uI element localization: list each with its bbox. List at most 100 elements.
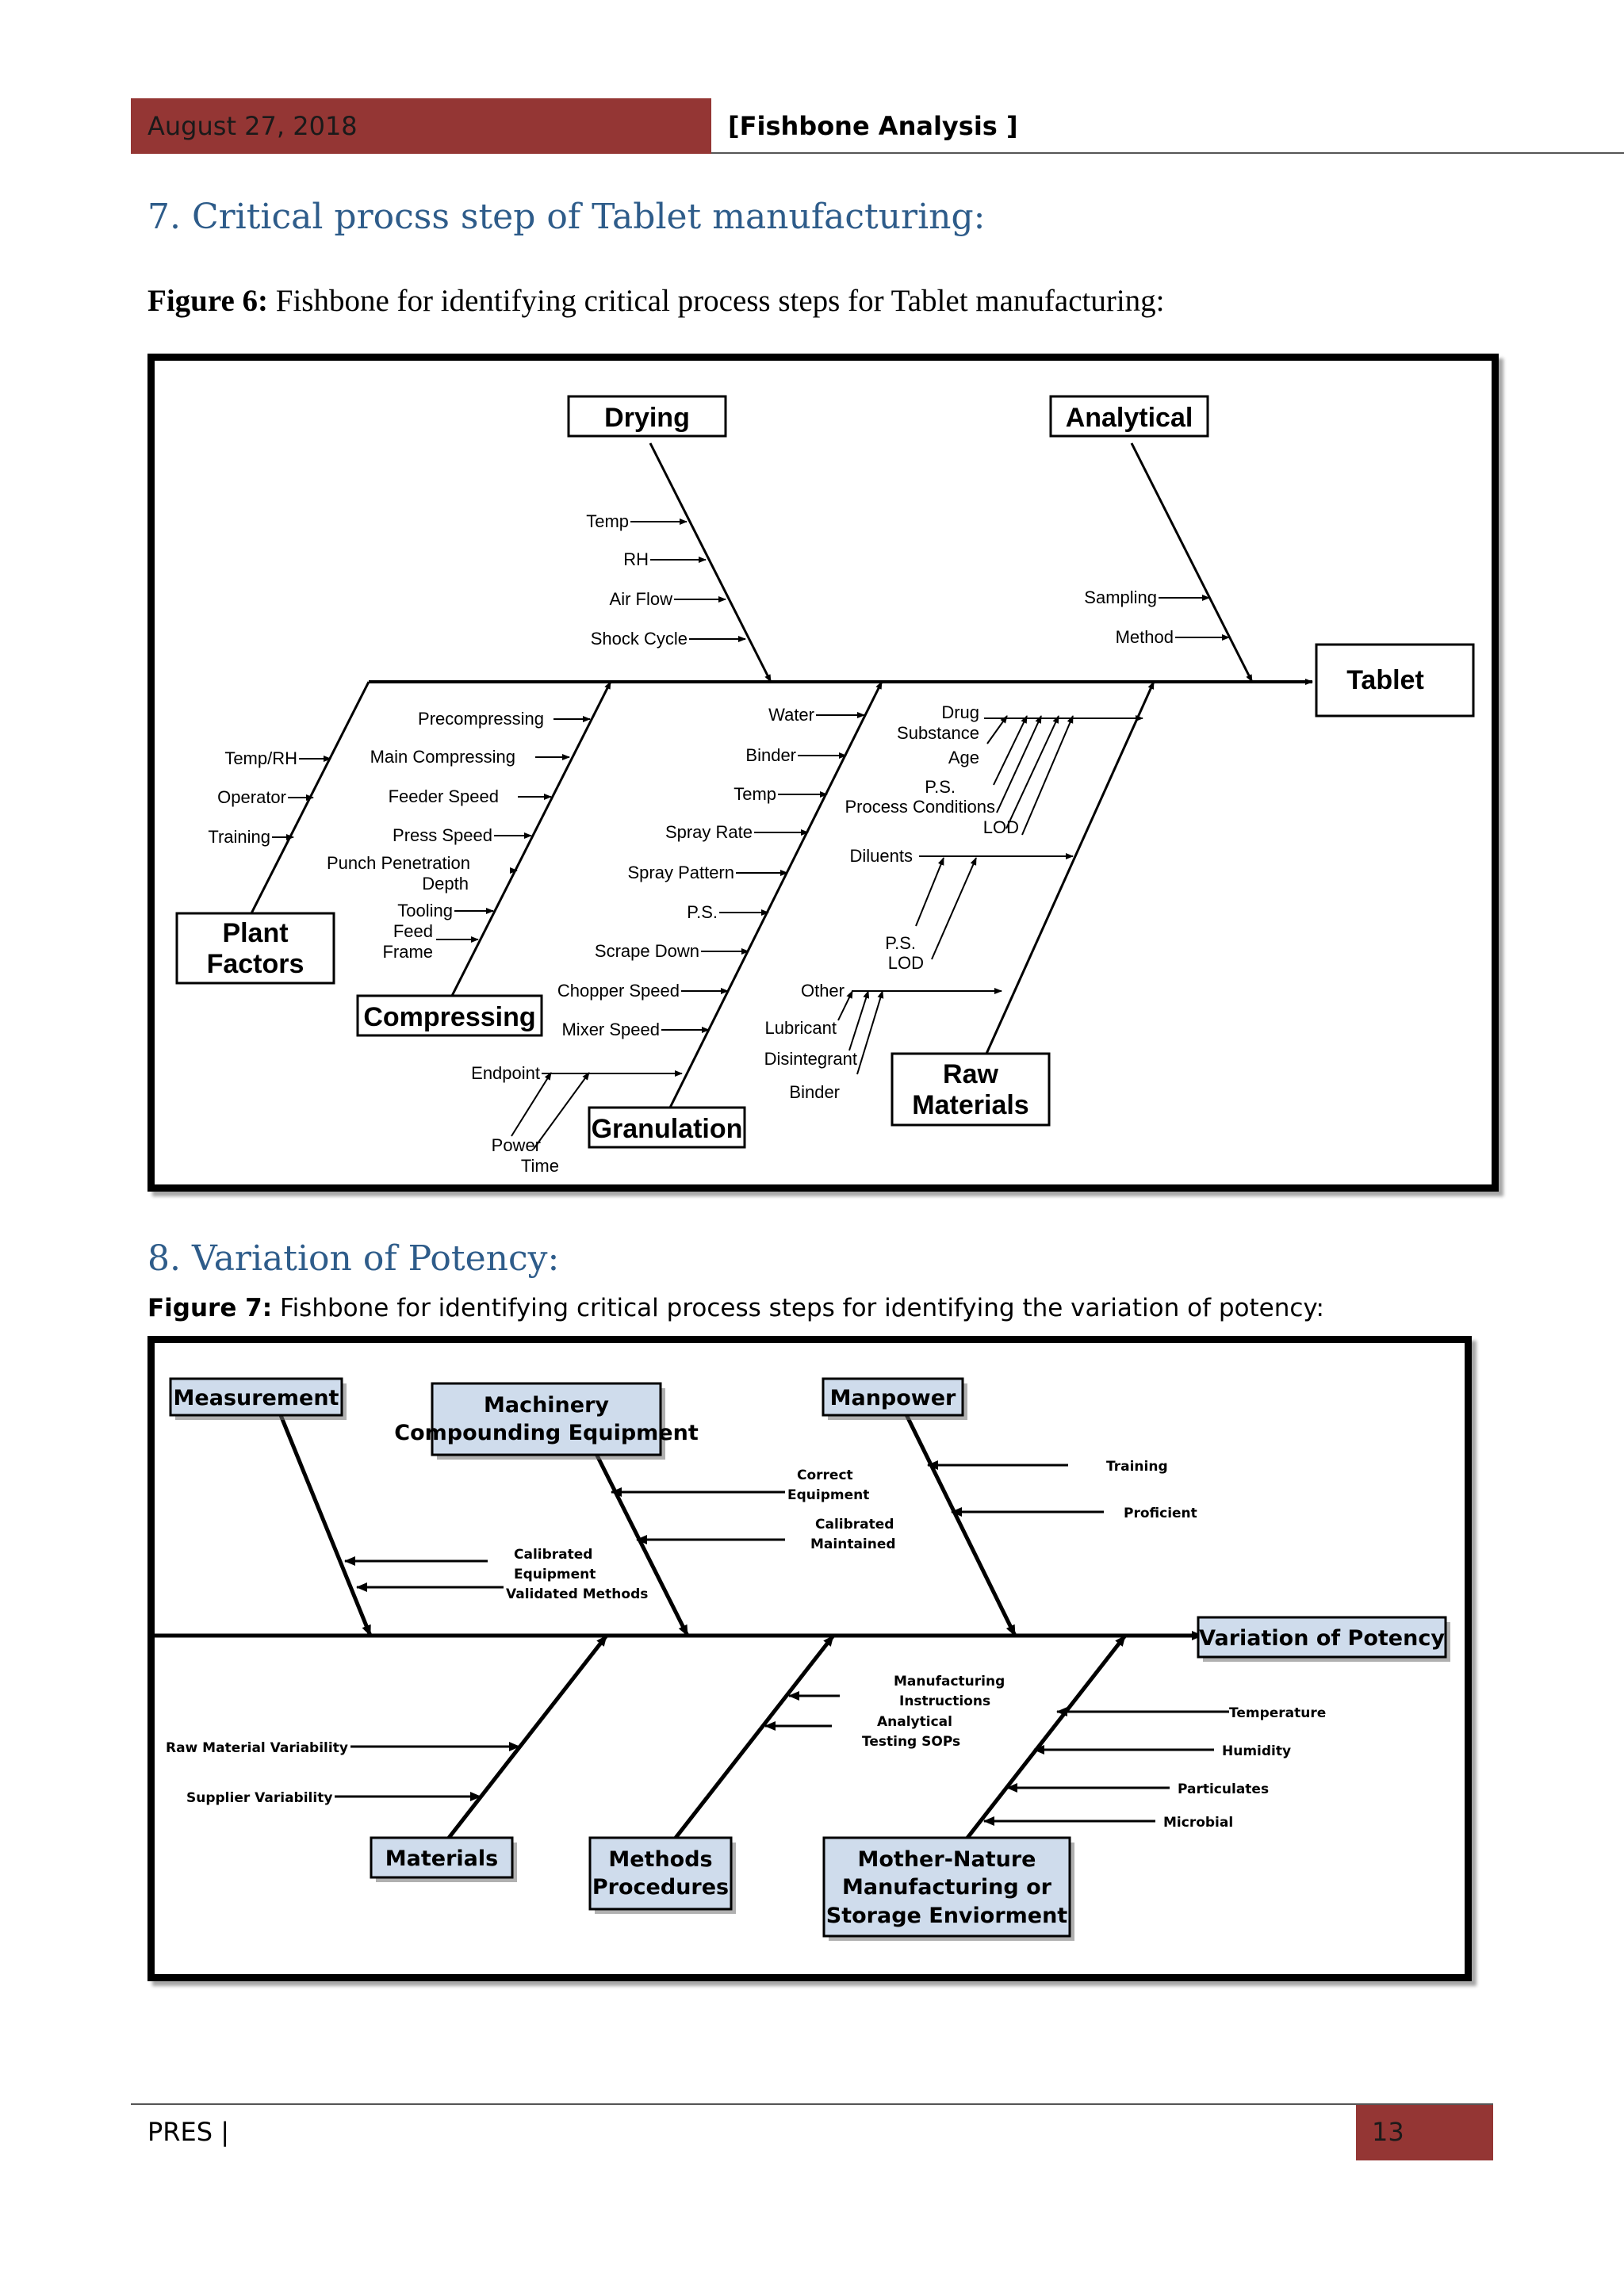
measurement-cause: Validated Methods	[506, 1586, 648, 1602]
drying-cause: RH	[623, 549, 649, 569]
raw-material-cause: P.S.	[925, 777, 956, 797]
compressing-cause: Press Speed	[393, 825, 492, 845]
category-measurement: Measurement	[174, 1386, 339, 1410]
category-raw-materials-line1: Raw	[943, 1059, 998, 1089]
manpower-cause: Proficient	[1124, 1506, 1197, 1521]
raw-material-cause: LOD	[888, 953, 924, 973]
machinery-cause: Calibrated	[815, 1517, 894, 1533]
category-analytical: Analytical	[1066, 403, 1193, 433]
compressing-cause: Main Compressing	[370, 747, 515, 767]
granulation-cause: Water	[768, 705, 814, 725]
category-methods-line1: Methods	[608, 1847, 712, 1872]
page-number-bar: 13	[1356, 2105, 1493, 2160]
plant-factors-cause: Operator	[217, 787, 286, 807]
header-date-bar: August 27, 2018	[131, 98, 711, 154]
granulation-cause: Spray Rate	[665, 822, 753, 842]
compressing-box	[356, 994, 543, 1037]
compressing-cause: Depth	[422, 874, 469, 894]
figure-6-caption-text: Fishbone for identifying critical proces…	[268, 284, 1165, 318]
drying-box	[567, 395, 727, 438]
machinery-cause: Equipment	[787, 1487, 869, 1503]
compressing-cause: Feeder Speed	[389, 786, 499, 806]
granulation-cause: Spray Pattern	[627, 863, 734, 882]
methods-cause: Manufacturing	[894, 1674, 1005, 1689]
manpower-box	[822, 1377, 964, 1417]
figure-7-caption: Figure 7: Fishbone for identifying criti…	[147, 1294, 1324, 1322]
raw-material-cause: Binder	[789, 1082, 840, 1102]
granulation-cause: Scrape Down	[595, 941, 699, 961]
granulation-cause: Endpoint	[471, 1063, 540, 1083]
manpower-cause: Training	[1106, 1459, 1168, 1475]
category-materials: Materials	[385, 1846, 498, 1871]
raw-material-cause: Diluents	[850, 846, 913, 866]
granulation-box	[588, 1106, 746, 1149]
figure-6-caption: Figure 6: Fishbone for identifying criti…	[147, 283, 1165, 319]
raw-material-cause: P.S.	[885, 933, 916, 953]
measurement-box	[169, 1377, 343, 1417]
analytical-cause: Sampling	[1084, 587, 1157, 607]
variation-of-potency-box	[1197, 1616, 1447, 1659]
compressing-cause: Precompressing	[418, 709, 544, 729]
machinery-cause: Correct	[797, 1468, 853, 1483]
granulation-cause: Chopper Speed	[557, 981, 680, 1001]
category-mother-nature-line2: Manufacturing or	[842, 1875, 1052, 1900]
raw-material-cause: Lubricant	[764, 1018, 837, 1038]
raw-material-cause: Age	[948, 748, 979, 767]
granulation-cause: Mixer Speed	[561, 1020, 660, 1039]
granulation-cause: Time	[521, 1156, 559, 1176]
raw-material-cause: LOD	[983, 817, 1019, 837]
raw-material-cause: Substance	[897, 723, 979, 743]
category-machinery-line2: Compounding Equipment	[394, 1421, 699, 1445]
plant-factors-cause: Temp/RH	[224, 748, 297, 768]
effect-variation-of-potency: Variation of Potency	[1199, 1626, 1445, 1651]
header-title: [Fishbone Analysis ]	[728, 111, 1018, 141]
effect-tablet: Tablet	[1346, 665, 1424, 695]
category-mother-nature-line3: Storage Enviorment	[826, 1904, 1068, 1928]
mother-nature-cause: Humidity	[1222, 1743, 1291, 1759]
compressing-cause: Frame	[382, 942, 433, 962]
plant-factors-box	[175, 912, 335, 985]
compressing-cause: Feed	[393, 921, 433, 941]
section-8-heading: 8. Variation of Potency:	[147, 1238, 560, 1279]
header-rule	[711, 152, 1624, 154]
figure-7-label: Figure 7:	[147, 1294, 273, 1322]
raw-material-cause: Other	[801, 981, 845, 1001]
methods-cause: Analytical	[877, 1714, 952, 1730]
section-7-heading: 7. Critical procss step of Tablet manufa…	[147, 197, 986, 237]
plant-factors-cause: Training	[208, 827, 270, 847]
figure-6-label: Figure 6:	[147, 284, 269, 318]
granulation-cause: Temp	[733, 784, 776, 804]
category-granulation: Granulation	[592, 1114, 743, 1144]
drying-cause: Temp	[586, 511, 629, 531]
category-methods-line2: Procedures	[592, 1875, 729, 1900]
category-machinery-line1: Machinery	[484, 1393, 609, 1418]
category-raw-materials-line2: Materials	[912, 1090, 1028, 1120]
materials-box	[370, 1836, 514, 1879]
compressing-cause: Punch Penetration	[327, 853, 470, 873]
raw-material-cause: Drug	[941, 702, 979, 722]
granulation-cause: P.S.	[687, 902, 718, 922]
drying-cause: Air Flow	[610, 589, 673, 609]
category-plant-factors-line2: Factors	[207, 949, 304, 979]
footer-rule	[131, 2103, 1493, 2105]
granulation-cause: Power	[492, 1135, 541, 1155]
methods-cause: Testing SOPs	[862, 1734, 960, 1750]
methods-box	[588, 1836, 733, 1911]
methods-cause: Instructions	[899, 1693, 990, 1709]
measurement-cause: Equipment	[514, 1567, 596, 1582]
mother-nature-cause: Temperature	[1229, 1705, 1326, 1721]
category-manpower: Manpower	[830, 1386, 956, 1410]
mother-nature-cause: Particulates	[1178, 1781, 1269, 1797]
mother-nature-cause: Microbial	[1163, 1815, 1233, 1831]
raw-material-cause: Process Conditions	[845, 797, 995, 817]
mother-nature-box	[822, 1836, 1071, 1938]
measurement-cause: Calibrated	[514, 1547, 592, 1563]
category-plant-factors-line1: Plant	[222, 918, 288, 948]
machinery-cause: Maintained	[810, 1536, 896, 1552]
analytical-box	[1049, 395, 1209, 438]
tablet-box	[1315, 643, 1475, 718]
machinery-box	[431, 1382, 662, 1456]
materials-cause: Supplier Variability	[186, 1790, 332, 1806]
category-compressing: Compressing	[363, 1002, 535, 1032]
compressing-cause: Tooling	[397, 901, 453, 920]
